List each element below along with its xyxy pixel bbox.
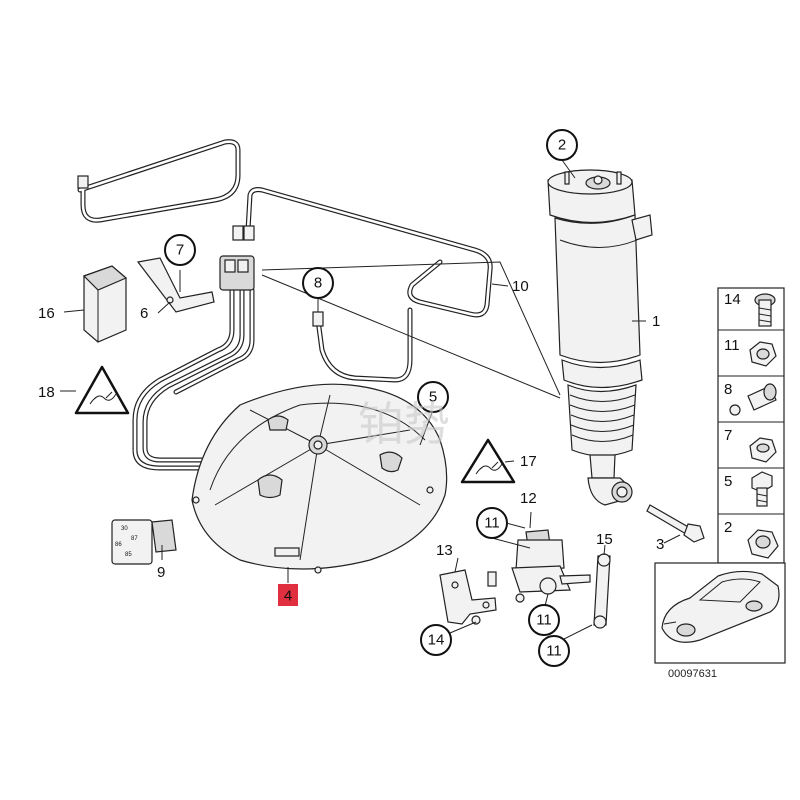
callout-3-text: 3: [656, 536, 664, 553]
callout-11a-text: 11: [484, 515, 500, 532]
legend-label-14: 14: [724, 291, 741, 308]
callout-18-text: 18: [38, 384, 55, 401]
callout-1-text: 1: [652, 313, 660, 330]
callout-11a: 11: [476, 507, 508, 539]
air-line-harness: [132, 287, 255, 471]
callout-15: 15: [596, 531, 613, 548]
callout-2: 2: [546, 129, 578, 161]
callout-15-text: 15: [596, 531, 613, 548]
bolt-icon: [751, 471, 773, 507]
screw-icon: [754, 293, 776, 327]
pipe-end-fitting: [243, 225, 255, 241]
watermark: 铂势: [358, 397, 450, 451]
diagram-number: 00097631: [668, 668, 717, 680]
callout-10-text: 10: [512, 278, 529, 295]
bracket-part-13: [439, 569, 497, 625]
callout-9: 9: [157, 564, 165, 581]
callout-6: 6: [140, 305, 148, 322]
callout-5: 5: [417, 381, 449, 413]
bolt-icon: [471, 615, 481, 625]
legend-label-8: 8: [724, 381, 732, 398]
callout-11c: 11: [538, 635, 570, 667]
callout-14-text: 14: [428, 632, 445, 649]
car-icon: [661, 570, 780, 643]
callout-5-text: 5: [429, 389, 437, 406]
callout-2-text: 2: [558, 137, 566, 154]
link-rod-part-15: [593, 553, 611, 629]
legend-label-5: 5: [724, 473, 732, 490]
relay-pin-86: 86: [115, 542, 122, 548]
callout-11b: 11: [528, 604, 560, 636]
callout-6-text: 6: [140, 305, 148, 322]
bolt-part-3: [646, 504, 705, 543]
connector-block: [219, 255, 255, 291]
callout-13: 13: [436, 542, 453, 559]
relay-pin-87: 87: [131, 536, 138, 542]
nut-icon: [515, 593, 525, 603]
highlight-box: [278, 584, 298, 606]
callout-11b-text: 11: [536, 612, 552, 629]
fitting-icon: [729, 383, 777, 416]
callout-8-text: 8: [314, 275, 322, 292]
callout-12-text: 12: [520, 490, 537, 507]
legend-label-11: 11: [724, 337, 740, 354]
callout-12: 12: [520, 490, 537, 507]
callout-7: 7: [164, 234, 196, 266]
pipe-end-fitting: [232, 225, 244, 241]
callout-3: 3: [656, 536, 664, 553]
callout-4: 4: [278, 584, 298, 606]
pipe-end-fitting: [312, 311, 324, 327]
legend-label-2: 2: [724, 519, 732, 536]
callout-8: 8: [302, 267, 334, 299]
warning-triangle-18: [74, 365, 130, 415]
callout-10: 10: [512, 278, 529, 295]
callout-16: 16: [38, 305, 55, 322]
relay-pin-30: 30: [121, 526, 128, 532]
nut-icon: [747, 529, 779, 559]
control-unit-part-16: [82, 265, 128, 343]
pipe-end-fitting: [77, 175, 89, 189]
bracket-part-6: [136, 257, 215, 313]
callout-17-text: 17: [520, 453, 537, 470]
air-strut-part-1: [547, 169, 653, 506]
callout-13-text: 13: [436, 542, 453, 559]
air-line-upper: [77, 139, 241, 223]
legend-panel: 14 11 8 7 5 2: [717, 287, 785, 564]
warning-triangle-17: [460, 438, 516, 484]
callout-16-text: 16: [38, 305, 55, 322]
vehicle-inset: 00097631: [654, 562, 786, 680]
legend-label-7: 7: [724, 427, 732, 444]
relay-part-9: 30 86 87 85: [111, 519, 177, 565]
callout-11c-text: 11: [546, 643, 562, 660]
cover-dome-part-4: [191, 383, 448, 574]
relay-pin-85: 85: [125, 552, 132, 558]
callout-4-text: 4: [284, 588, 292, 605]
air-line-10: [245, 187, 493, 383]
callout-1: 1: [652, 313, 660, 330]
nut-icon: [749, 341, 777, 367]
callout-17: 17: [520, 453, 537, 470]
nut-icon: [749, 437, 777, 463]
height-sensor-part-12: [511, 529, 591, 595]
callout-9-text: 9: [157, 564, 165, 581]
callout-7-text: 7: [176, 242, 184, 259]
callout-18: 18: [38, 384, 55, 401]
callout-14: 14: [420, 624, 452, 656]
